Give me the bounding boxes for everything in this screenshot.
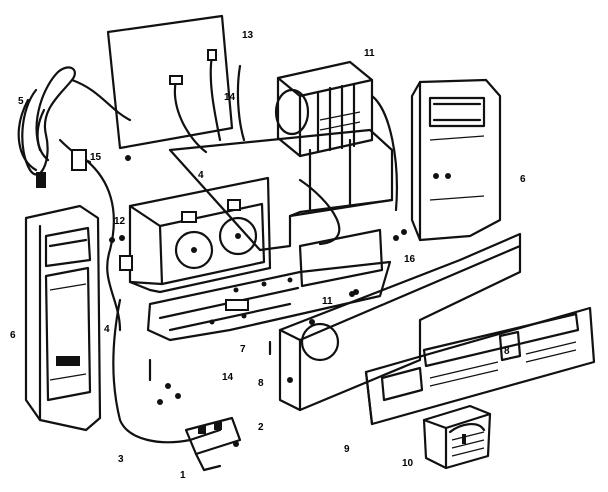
face-plate-digit: 8 — [504, 346, 510, 357]
callout-9: 9 — [344, 444, 350, 455]
callout-12: 12 — [114, 216, 126, 227]
callout-6-right: 6 — [520, 174, 526, 185]
hardware — [109, 229, 407, 405]
left-side-panel — [24, 204, 102, 432]
main-chassis — [128, 128, 394, 342]
callout-10: 10 — [402, 458, 414, 469]
transformer — [274, 60, 374, 158]
output-clip-assembly — [112, 298, 242, 472]
cord-strain-relief — [58, 138, 122, 332]
internal-wiring — [169, 49, 398, 246]
callout-labels: 1 2 3 4 4 5 6 6 7 8 9 10 11 11 12 13 14 … — [10, 30, 526, 481]
callout-14-bottom: 14 — [222, 372, 234, 383]
callout-6-left: 6 — [10, 330, 16, 341]
callout-2: 2 — [258, 422, 264, 433]
callout-5: 5 — [18, 96, 24, 107]
power-cord-coil — [17, 66, 132, 188]
right-side-panel — [410, 78, 502, 242]
callout-11-mid: 11 — [322, 296, 333, 307]
front-bottom-panel — [278, 232, 522, 412]
callout-1: 1 — [180, 470, 186, 481]
callout-4-chassis: 4 — [198, 170, 204, 181]
callout-14-top: 14 — [224, 92, 236, 103]
front-face-plate: 8 — [364, 306, 596, 426]
callout-3: 3 — [118, 454, 124, 465]
callout-7: 7 — [240, 344, 246, 355]
back-panel — [106, 14, 234, 161]
callout-13: 13 — [242, 30, 254, 41]
callout-8: 8 — [258, 378, 264, 389]
callout-15: 15 — [90, 152, 102, 163]
callout-11-top: 11 — [364, 48, 375, 59]
callout-16: 16 — [404, 254, 416, 265]
callout-4-side: 4 — [104, 324, 110, 335]
meter — [422, 404, 492, 470]
